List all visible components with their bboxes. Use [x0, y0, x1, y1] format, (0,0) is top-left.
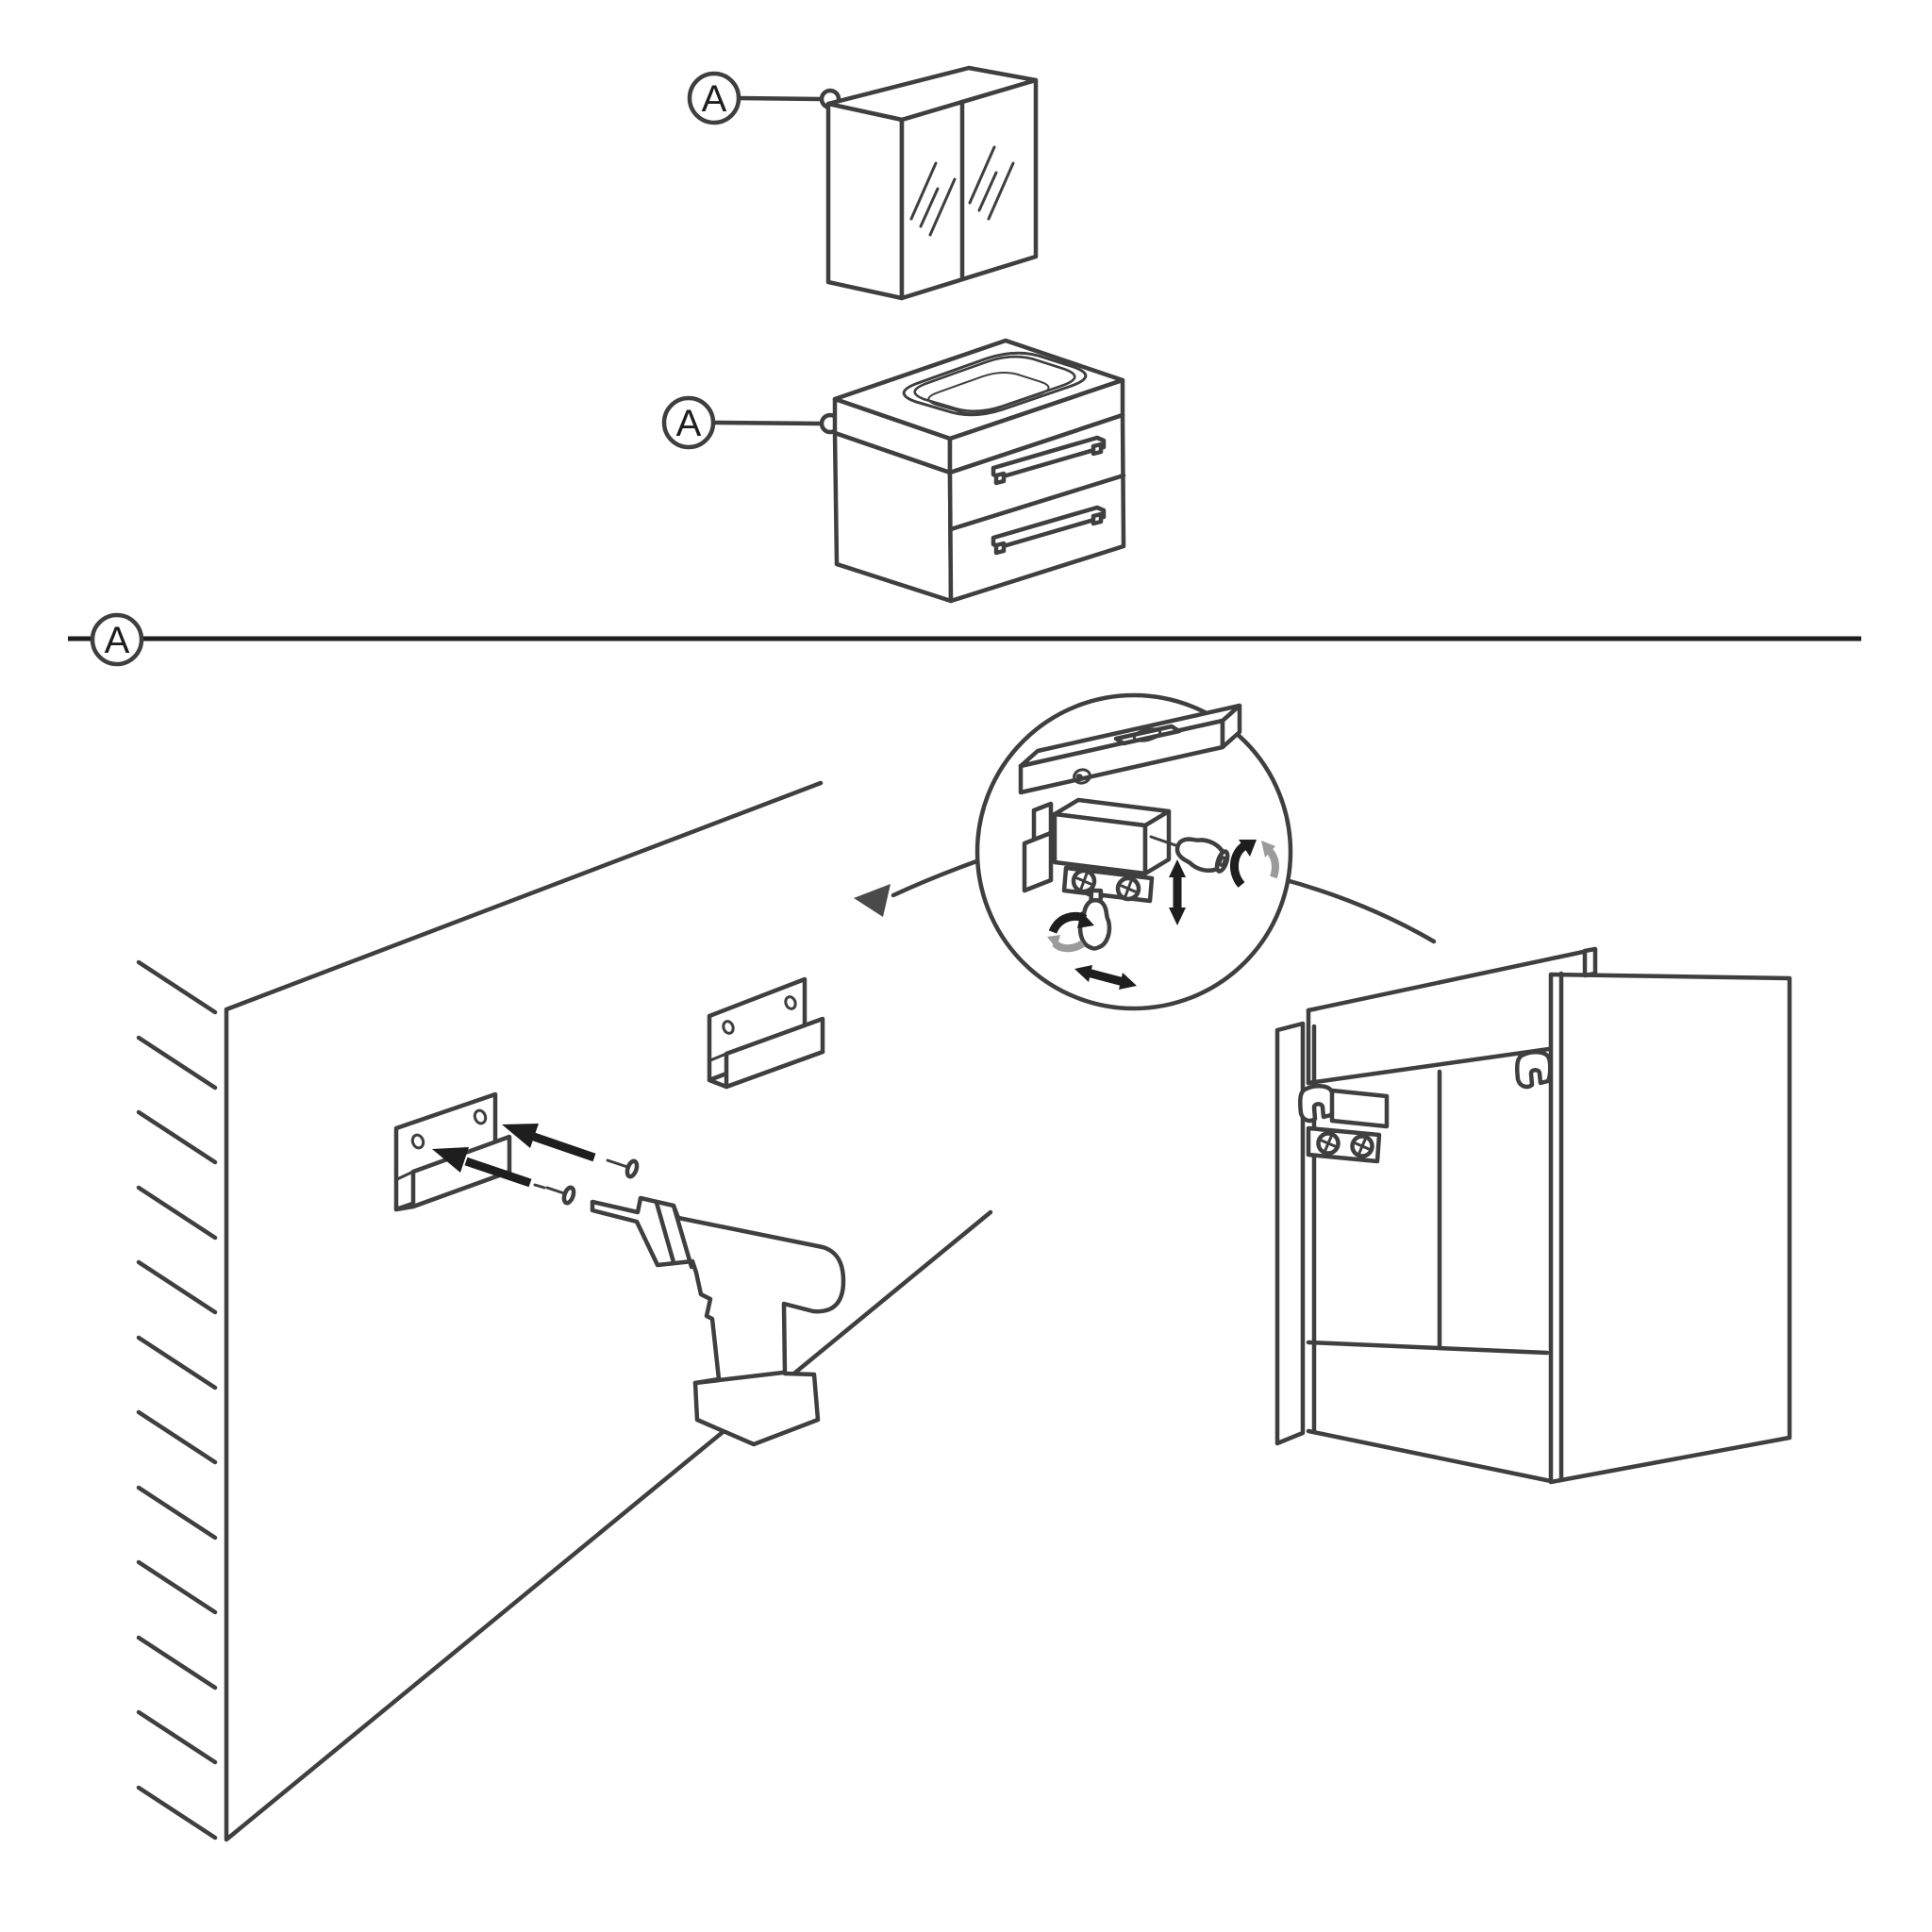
- leader-to-cabinet: [1280, 876, 1437, 944]
- callout-label: A: [676, 403, 702, 444]
- callout-circle-icon: [661, 395, 716, 450]
- screw-hole: [473, 1108, 488, 1125]
- section-marker-label: A: [105, 620, 130, 661]
- hanging-hook-icon: [1515, 1050, 1553, 1090]
- section-marker-circle-icon: [90, 612, 144, 667]
- cabinet-side-panel: [1548, 972, 1792, 1485]
- magnifier-detail: [854, 692, 1437, 1011]
- section-divider: A: [68, 612, 1861, 667]
- leader-to-wall: [891, 858, 982, 898]
- mirror-shine-icon: [909, 145, 1015, 237]
- drill-body: [590, 1195, 846, 1447]
- direction-arrow-icon: [502, 1124, 596, 1162]
- fixing-plate-with-screws: [1306, 1125, 1382, 1164]
- adjuster-block: [1329, 1088, 1390, 1129]
- callout-a-vanity: A: [661, 395, 841, 450]
- drawer-handle-upper: [991, 435, 1107, 486]
- phillips-screw-icon: [1350, 1134, 1374, 1158]
- hanging-hook-icon: [1298, 1084, 1336, 1124]
- rotation-arrow-gray-icon: [1261, 841, 1279, 879]
- phillips-screw-icon: [1316, 1131, 1341, 1156]
- horizontal-double-arrow-icon: [1074, 965, 1137, 990]
- vanity-unit-figure: A: [661, 338, 1126, 604]
- wall-hatching-icon: [136, 959, 218, 1840]
- screw-mounting-arrows: [432, 1124, 640, 1206]
- rotation-arrow-gray-icon: [1047, 935, 1086, 953]
- screw-hole: [410, 1133, 425, 1150]
- screwdriver-horizontal-icon: [1149, 835, 1230, 874]
- cabinet-top-rail: [1306, 948, 1591, 1086]
- direction-arrow-icon: [432, 1147, 546, 1190]
- bottom-front-edge: [1306, 1428, 1554, 1484]
- leader-arrowhead-icon: [854, 884, 891, 917]
- side-panel-edge: [1274, 1021, 1306, 1446]
- callout-circle-icon: [687, 71, 741, 125]
- wall-with-hatching: [136, 780, 993, 1842]
- parts-overview-section: A A: [661, 65, 1126, 604]
- screw-hole: [722, 1020, 735, 1035]
- mounting-screw-icon: [545, 1185, 576, 1206]
- wall-bracket-upper: [707, 976, 825, 1090]
- phillips-screw-icon: [1071, 868, 1097, 894]
- mounting-screw-icon: [606, 1158, 640, 1179]
- phillips-screw-icon: [1115, 875, 1141, 902]
- vanity-unit: [832, 338, 1126, 604]
- rotation-arrow-black-icon: [1230, 840, 1257, 888]
- bottom-panel-edge: [1306, 1340, 1550, 1356]
- vertical-double-arrow-icon: [1169, 859, 1186, 925]
- mirror-cabinet-figure: A: [687, 65, 1039, 301]
- screw-hole: [784, 995, 797, 1010]
- drawer-divider: [948, 473, 1126, 532]
- callout-label: A: [702, 78, 727, 120]
- mirror-cabinet: [825, 65, 1039, 301]
- cordless-drill: [590, 1195, 846, 1447]
- drawer-handle-lower: [991, 505, 1107, 556]
- callout-a-mirror: A: [687, 71, 841, 125]
- installation-step: [136, 692, 1792, 1842]
- rotation-arrow-black-icon: [1048, 911, 1094, 934]
- hanging-bracket-adjuster: [1022, 797, 1172, 904]
- cabinet-rear-view: [1274, 946, 1792, 1485]
- screwdriver-vertical-icon: [1077, 888, 1112, 951]
- basin-icon: [902, 351, 1088, 417]
- rail-end-tab: [1582, 946, 1598, 978]
- spirit-level-icon: [1018, 703, 1242, 795]
